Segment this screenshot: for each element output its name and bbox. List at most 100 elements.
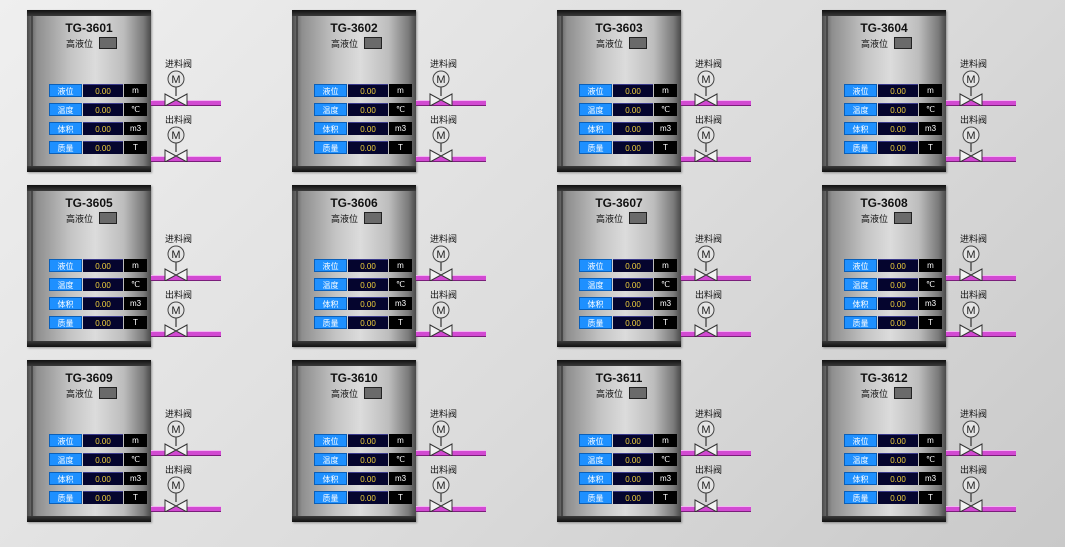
feed-valve-motor-label: M <box>171 74 180 86</box>
feed-valve-icon[interactable]: M <box>429 420 453 456</box>
discharge-valve-icon[interactable]: M <box>694 476 718 512</box>
measurement-label: 液位 <box>579 84 612 97</box>
measurement-unit: m3 <box>124 472 147 485</box>
measurement-label: 液位 <box>314 434 347 447</box>
feed-valve-icon[interactable]: M <box>164 70 188 106</box>
discharge-valve-icon[interactable]: M <box>959 301 983 337</box>
measurement-value: 0.00 <box>83 453 123 466</box>
measurement-label: 质量 <box>49 141 82 154</box>
tank-body[interactable]: TG-3602 高液位 液位 0.00 m 温度 0.00 ℃ 体积 0.00 … <box>292 10 416 172</box>
feed-valve-icon[interactable]: M <box>959 420 983 456</box>
feed-valve-motor-label: M <box>966 424 975 436</box>
tank-top-cap <box>292 10 416 16</box>
feed-valve-icon[interactable]: M <box>694 245 718 281</box>
measurement-value: 0.00 <box>613 141 653 154</box>
tank-body[interactable]: TG-3611 高液位 液位 0.00 m 温度 0.00 ℃ 体积 0.00 … <box>557 360 681 522</box>
discharge-valve-icon[interactable]: M <box>959 126 983 162</box>
discharge-valve-icon[interactable]: M <box>164 476 188 512</box>
feed-valve-icon[interactable]: M <box>959 70 983 106</box>
feed-valve-icon[interactable]: M <box>164 245 188 281</box>
tank-body[interactable]: TG-3606 高液位 液位 0.00 m 温度 0.00 ℃ 体积 0.00 … <box>292 185 416 347</box>
measurement-unit: m <box>124 84 147 97</box>
measurement-row: 质量 0.00 T <box>49 141 147 154</box>
measurement-unit: m <box>389 434 412 447</box>
feed-valve-icon[interactable]: M <box>429 245 453 281</box>
measurement-unit: m3 <box>124 297 147 310</box>
measurement-label: 温度 <box>844 278 877 291</box>
high-level-indicator <box>629 212 647 224</box>
measurement-label: 温度 <box>579 278 612 291</box>
measurement-row: 体积 0.00 m3 <box>49 122 147 135</box>
tank-body[interactable]: TG-3601 高液位 液位 0.00 m 温度 0.00 ℃ 体积 0.00 … <box>27 10 151 172</box>
measurement-value: 0.00 <box>613 472 653 485</box>
measurement-unit: ℃ <box>124 278 147 291</box>
discharge-valve-icon[interactable]: M <box>164 126 188 162</box>
discharge-valve-icon[interactable]: M <box>429 476 453 512</box>
measurement-row: 质量 0.00 T <box>844 316 942 329</box>
tank-body[interactable]: TG-3609 高液位 液位 0.00 m 温度 0.00 ℃ 体积 0.00 … <box>27 360 151 522</box>
measurement-label: 质量 <box>579 316 612 329</box>
feed-valve-motor-label: M <box>171 249 180 261</box>
measurement-row: 液位 0.00 m <box>49 259 147 272</box>
measurement-unit: ℃ <box>124 103 147 116</box>
discharge-valve-motor-label: M <box>436 305 445 317</box>
discharge-valve-icon[interactable]: M <box>694 126 718 162</box>
discharge-valve-label: 出料阀 <box>695 290 723 300</box>
tank-bottom-cap <box>292 166 416 172</box>
measurement-unit: m3 <box>919 472 942 485</box>
discharge-valve-icon[interactable]: M <box>429 301 453 337</box>
measurement-label: 液位 <box>844 84 877 97</box>
measurement-row: 质量 0.00 T <box>314 141 412 154</box>
tank-body[interactable]: TG-3612 高液位 液位 0.00 m 温度 0.00 ℃ 体积 0.00 … <box>822 360 946 522</box>
feed-valve-icon[interactable]: M <box>164 420 188 456</box>
measurement-unit: m <box>919 84 942 97</box>
tank-bottom-cap <box>822 166 946 172</box>
tank-body[interactable]: TG-3610 高液位 液位 0.00 m 温度 0.00 ℃ 体积 0.00 … <box>292 360 416 522</box>
discharge-valve-label: 出料阀 <box>960 465 988 475</box>
tank-body[interactable]: TG-3604 高液位 液位 0.00 m 温度 0.00 ℃ 体积 0.00 … <box>822 10 946 172</box>
measurement-value: 0.00 <box>348 491 388 504</box>
measurement-unit: T <box>654 316 677 329</box>
discharge-valve-motor-label: M <box>436 480 445 492</box>
measurement-value: 0.00 <box>348 434 388 447</box>
discharge-valve-icon[interactable]: M <box>164 301 188 337</box>
measurement-unit: m <box>124 434 147 447</box>
feed-valve-label: 进料阀 <box>430 409 458 419</box>
tank-name: TG-3609 <box>65 371 113 385</box>
measurement-value: 0.00 <box>83 141 123 154</box>
tank-body[interactable]: TG-3607 高液位 液位 0.00 m 温度 0.00 ℃ 体积 0.00 … <box>557 185 681 347</box>
feed-valve-icon[interactable]: M <box>694 70 718 106</box>
measurement-label: 体积 <box>844 297 877 310</box>
tank-body[interactable]: TG-3603 高液位 液位 0.00 m 温度 0.00 ℃ 体积 0.00 … <box>557 10 681 172</box>
feed-valve-icon[interactable]: M <box>429 70 453 106</box>
high-level-label: 高液位 <box>66 39 94 49</box>
high-level-label: 高液位 <box>596 389 624 399</box>
measurement-label: 液位 <box>844 259 877 272</box>
feed-valve-motor-label: M <box>436 249 445 261</box>
measurement-unit: m <box>654 84 677 97</box>
discharge-valve-icon[interactable]: M <box>429 126 453 162</box>
tank-body[interactable]: TG-3605 高液位 液位 0.00 m 温度 0.00 ℃ 体积 0.00 … <box>27 185 151 347</box>
tank-body[interactable]: TG-3608 高液位 液位 0.00 m 温度 0.00 ℃ 体积 0.00 … <box>822 185 946 347</box>
measurement-value: 0.00 <box>83 259 123 272</box>
measurement-label: 温度 <box>49 453 82 466</box>
measurement-unit: m3 <box>654 297 677 310</box>
measurement-row: 体积 0.00 m3 <box>49 472 147 485</box>
discharge-valve-motor-label: M <box>171 130 180 142</box>
feed-valve-icon[interactable]: M <box>959 245 983 281</box>
measurement-value: 0.00 <box>613 491 653 504</box>
measurement-value: 0.00 <box>878 316 918 329</box>
feed-valve-icon[interactable]: M <box>694 420 718 456</box>
discharge-valve-icon[interactable]: M <box>694 301 718 337</box>
discharge-valve-motor-label: M <box>701 480 710 492</box>
tank-edge <box>826 191 828 341</box>
discharge-valve-icon[interactable]: M <box>959 476 983 512</box>
measurement-value: 0.00 <box>613 84 653 97</box>
measurement-label: 质量 <box>844 316 877 329</box>
measurement-row: 温度 0.00 ℃ <box>844 453 942 466</box>
feed-valve-label: 进料阀 <box>960 59 988 69</box>
measurement-label: 质量 <box>49 316 82 329</box>
measurement-unit: m3 <box>124 122 147 135</box>
tank-bottom-cap <box>27 341 151 347</box>
measurement-unit: m3 <box>654 122 677 135</box>
